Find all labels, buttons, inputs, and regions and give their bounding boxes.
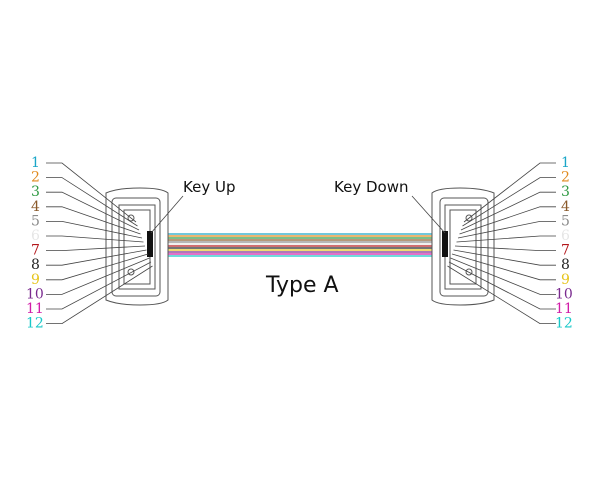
left-leader-line	[46, 220, 143, 239]
left-leader-line	[46, 265, 153, 325]
key-down-pointer	[411, 195, 446, 234]
right-leader-line	[463, 162, 556, 223]
right-leader-line	[453, 249, 556, 266]
left-fiber-number: 8	[31, 257, 40, 273]
right-leader-line	[459, 206, 556, 235]
right-fiber-number: 4	[561, 199, 570, 215]
right-fiber-number: 1	[561, 155, 570, 171]
right-fiber-number: 7	[561, 243, 570, 259]
left-fiber-number: 1	[31, 155, 40, 171]
left-fiber-number: 4	[31, 199, 40, 215]
left-fiber-number: 2	[31, 170, 40, 186]
right-leader-line	[457, 220, 556, 239]
right-leader-line	[448, 261, 556, 310]
left-fiber-number: 7	[31, 243, 40, 259]
left-fiber-number: 10	[26, 286, 44, 302]
left-leader-line	[46, 253, 149, 281]
left-leader-line	[46, 245, 146, 252]
right-fiber-number: 9	[561, 272, 570, 288]
right-leader-line	[451, 253, 556, 281]
key-up-label: Key Up	[183, 178, 235, 196]
left-fiber-number: 9	[31, 272, 40, 288]
key-down-label: Key Down	[334, 178, 408, 196]
fiber-ribbon	[153, 233, 442, 257]
left-fiber-number: 12	[26, 316, 44, 332]
right-leader-line	[462, 177, 556, 227]
left-leader-line	[46, 249, 147, 266]
right-leader-lines	[447, 162, 556, 325]
left-fiber-number: 6	[31, 228, 40, 244]
right-fiber-number: 3	[561, 184, 570, 200]
left-leader-line	[46, 257, 150, 295]
right-leader-line	[460, 191, 556, 231]
key-up-pointer	[150, 195, 184, 234]
left-fiber-number: 5	[31, 213, 40, 229]
right-fiber-number: 2	[561, 170, 570, 186]
left-leader-line	[46, 177, 138, 227]
left-fiber-number: 3	[31, 184, 40, 200]
right-fiber-number: 11	[555, 301, 573, 317]
right-leader-line	[450, 257, 556, 295]
left-leader-line	[46, 162, 137, 223]
key-down-marker	[442, 231, 448, 257]
diagram-title: Type A	[265, 273, 339, 298]
key-up-marker	[147, 231, 153, 257]
left-fiber-number: 11	[26, 301, 44, 317]
left-leader-line	[46, 235, 144, 243]
right-fiber-number: 8	[561, 257, 570, 273]
right-fiber-number: 6	[561, 228, 570, 244]
left-leader-lines	[46, 162, 153, 325]
right-fiber-number: 5	[561, 213, 570, 229]
right-fiber-number: 12	[555, 316, 573, 332]
right-leader-line	[456, 235, 556, 243]
left-leader-line	[46, 206, 141, 235]
right-leader-line	[447, 265, 556, 325]
right-fiber-number: 10	[555, 286, 573, 302]
left-leader-line	[46, 191, 140, 231]
right-leader-line	[454, 245, 556, 252]
left-leader-line	[46, 261, 152, 310]
